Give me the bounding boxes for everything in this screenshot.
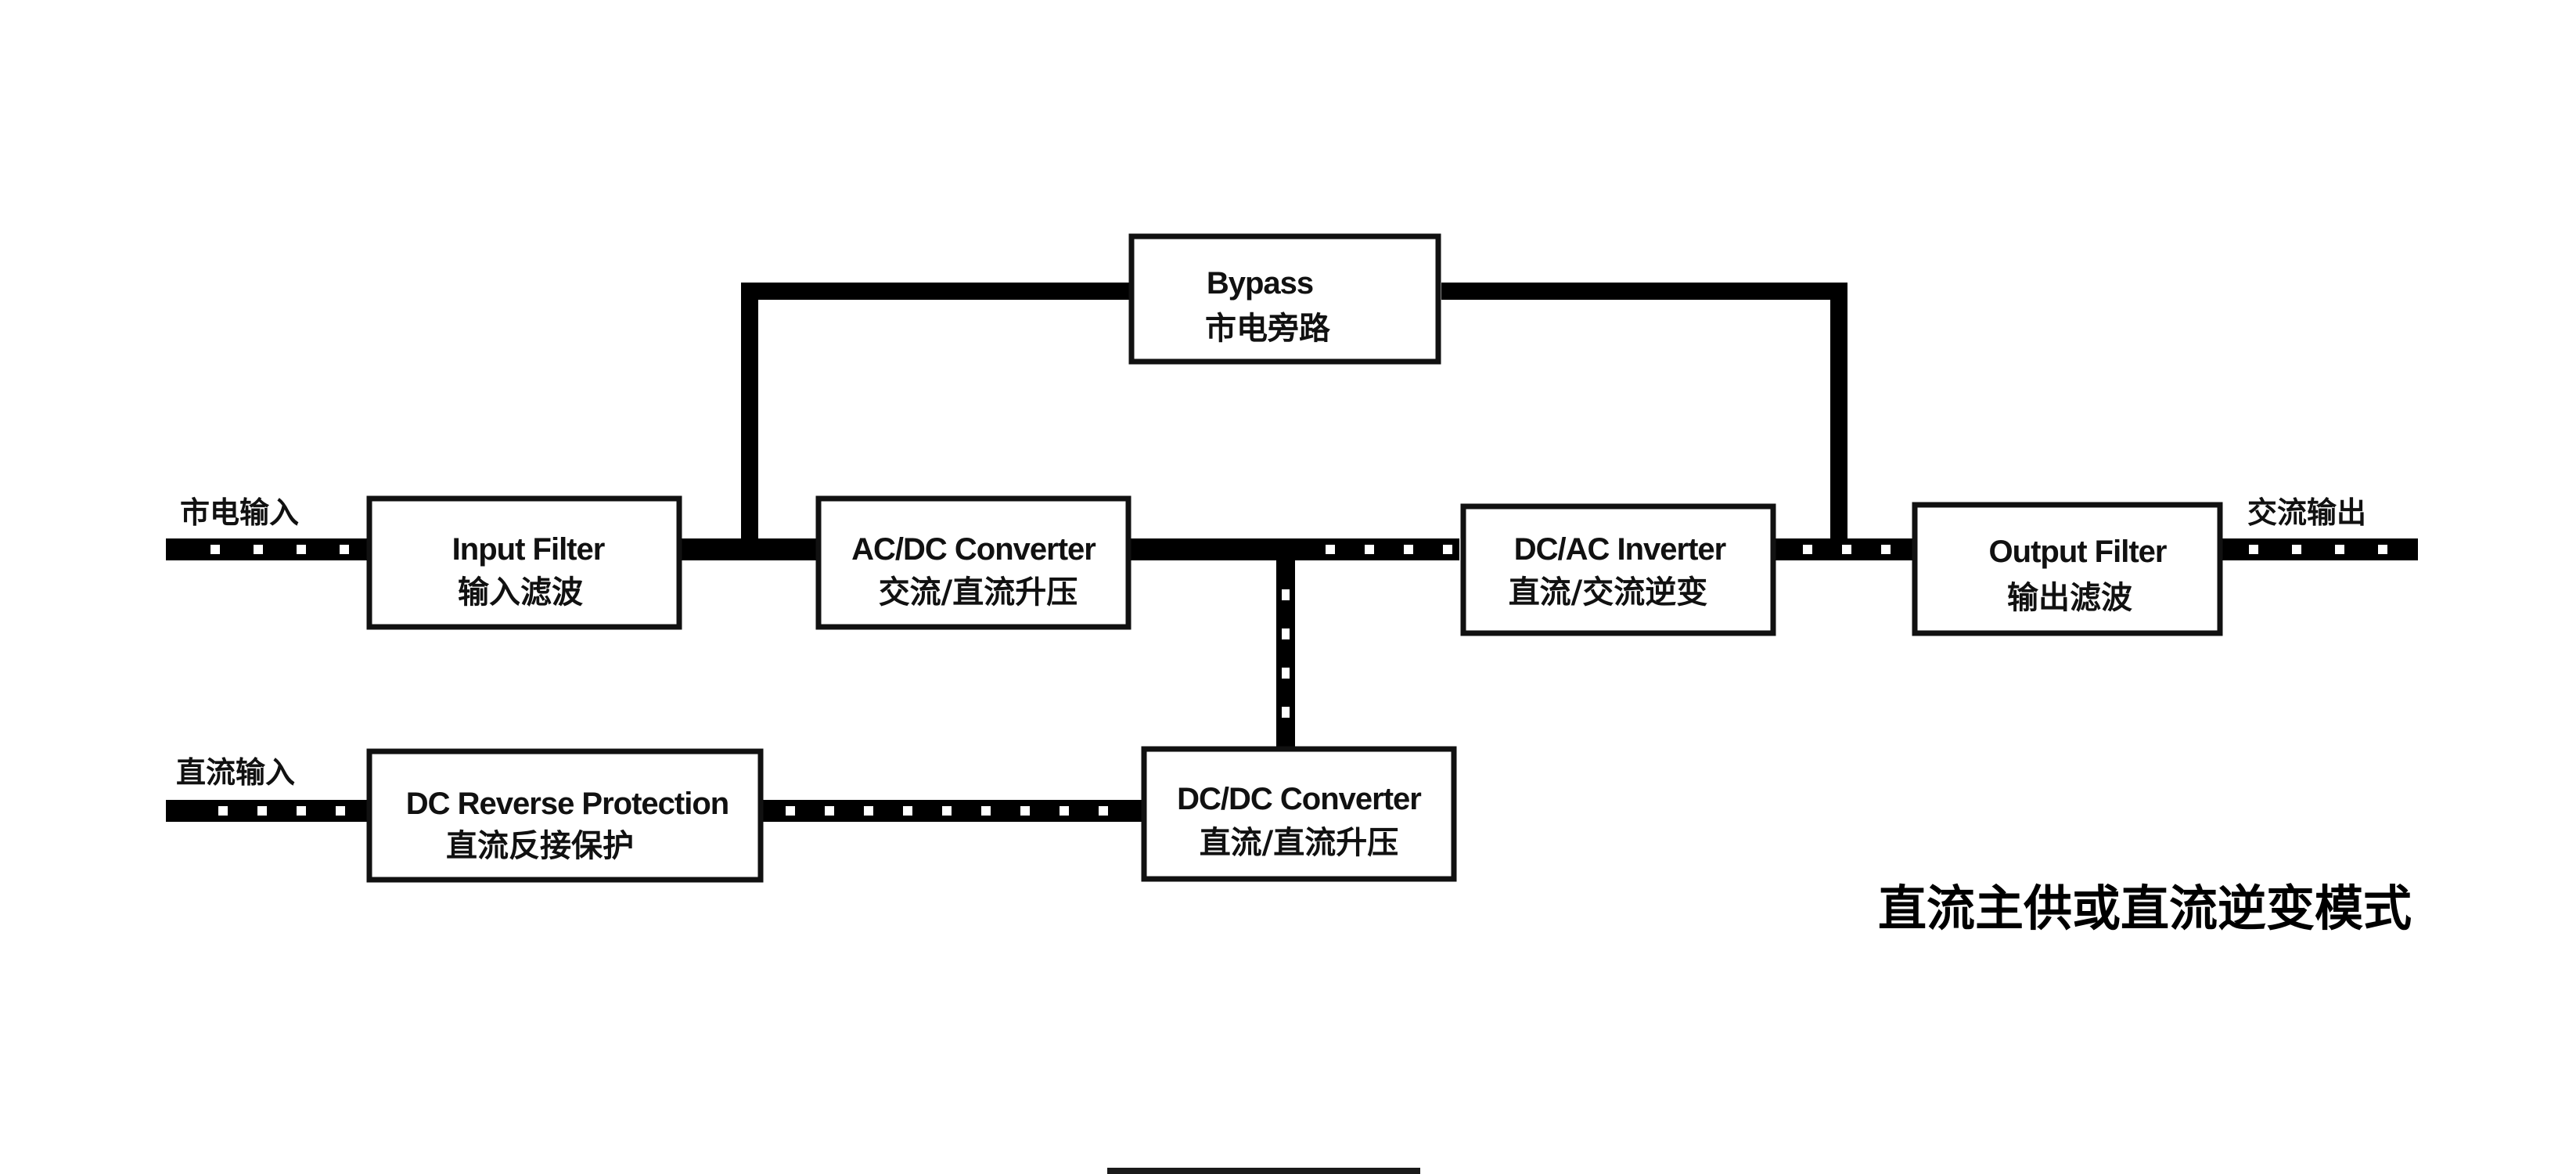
line-dc-input <box>166 800 369 822</box>
label-mains-input: 市电输入 <box>180 495 299 530</box>
flow-dot <box>1326 545 1335 554</box>
flow-dot <box>254 545 263 554</box>
line-junction-dcac <box>1283 538 1459 560</box>
flow-dot <box>1443 545 1452 554</box>
flow-dot <box>1404 545 1413 554</box>
block-dc-ac-inverter-en: DC/AC Inverter <box>1514 532 1726 567</box>
block-output-filter-zh: 输出滤波 <box>2007 580 2132 616</box>
flow-dot <box>2335 545 2344 554</box>
line-bypass-right <box>1441 283 1847 549</box>
mode-title: 直流主供或直流逆变模式 <box>1878 880 2412 937</box>
block-input-filter-zh: 输入滤波 <box>458 574 583 610</box>
flow-dot <box>340 545 349 554</box>
block-ac-dc-converter: AC/DC Converter 交流/直流升压 <box>815 495 1131 630</box>
flow-dot <box>864 806 873 816</box>
flow-dot <box>2292 545 2301 554</box>
flow-dot <box>825 806 834 816</box>
block-dc-dc-converter-en: DC/DC Converter <box>1177 782 1421 816</box>
line-ac-output <box>2218 538 2418 560</box>
flow-dot <box>1282 628 1290 639</box>
flow-dot <box>981 806 991 816</box>
line-dcrp-dcdc <box>759 800 1142 822</box>
line-dcac-outputfilter <box>1772 538 1913 560</box>
flow-dot <box>1842 545 1851 554</box>
flow-dot <box>1282 707 1290 718</box>
line-bypass-left <box>741 283 1131 549</box>
flow-dot <box>1020 806 1030 816</box>
block-ac-dc-converter-zh: 交流/直流升压 <box>879 574 1078 610</box>
line-dcdc-junction <box>1276 549 1295 751</box>
label-ac-output: 交流输出 <box>2247 495 2366 530</box>
flow-dot <box>218 806 228 816</box>
block-output-filter-en: Output Filter <box>1989 535 2167 569</box>
flow-dot <box>1881 545 1891 554</box>
block-dc-reverse-protection-zh: 直流反接保护 <box>446 828 634 864</box>
flow-dot <box>1060 806 1069 816</box>
flow-dot <box>1099 806 1108 816</box>
block-output-filter: Output Filter 输出滤波 <box>1912 502 2223 636</box>
flow-dot <box>297 806 306 816</box>
flow-dot <box>336 806 345 816</box>
block-dc-reverse-protection: DC Reverse Protection 直流反接保护 <box>366 748 764 883</box>
connections <box>166 283 2418 822</box>
line-acdc-junction <box>1131 538 1287 560</box>
flow-dot <box>210 545 220 554</box>
block-dc-ac-inverter-zh: 直流/交流逆变 <box>1509 574 1708 610</box>
cropped-box-top-edge <box>1107 1168 1420 1174</box>
block-input-filter-en: Input Filter <box>452 532 605 567</box>
block-bypass-zh: 市电旁路 <box>1205 311 1331 347</box>
line-mains-input <box>166 538 369 560</box>
block-bypass-en: Bypass <box>1207 266 1313 301</box>
block-input-filter: Input Filter 输入滤波 <box>366 495 682 630</box>
flow-dot <box>942 806 952 816</box>
block-dc-ac-inverter: DC/AC Inverter 直流/交流逆变 <box>1460 503 1776 636</box>
block-dc-dc-converter: DC/DC Converter 直流/直流升压 <box>1141 746 1457 882</box>
flow-dot <box>786 806 795 816</box>
flow-dot <box>2249 545 2258 554</box>
flow-dot <box>1282 589 1290 600</box>
flow-dot <box>257 806 267 816</box>
flow-dot <box>903 806 912 816</box>
flow-dot <box>2378 545 2387 554</box>
label-dc-input: 直流输入 <box>176 755 295 790</box>
flow-dot <box>1365 545 1374 554</box>
flow-dot <box>297 545 306 554</box>
flow-dot <box>1803 545 1812 554</box>
block-bypass: Bypass 市电旁路 <box>1128 233 1441 365</box>
block-dc-reverse-protection-en: DC Reverse Protection <box>406 787 729 821</box>
block-ac-dc-converter-en: AC/DC Converter <box>851 532 1096 567</box>
flow-dot <box>1282 668 1290 679</box>
block-dc-dc-converter-zh: 直流/直流升压 <box>1200 825 1399 861</box>
